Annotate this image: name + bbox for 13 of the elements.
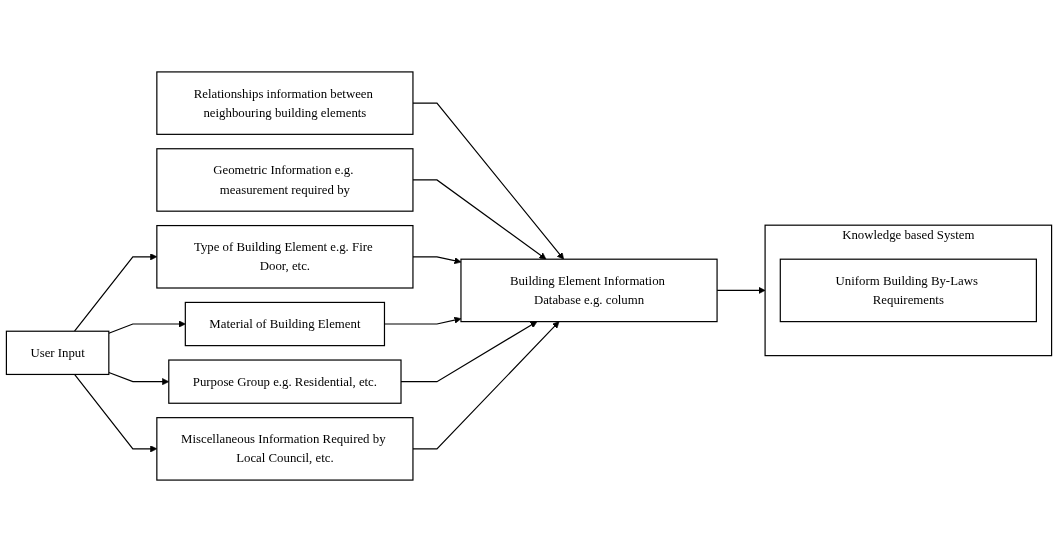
arrow [412,321,560,450]
node-box: Miscellaneous Information Required by Local Council, etc. [156,417,414,481]
node-box: Building Element Information Database e.g. column [460,258,718,323]
node-box: Geometric Information e.g. measurement required by [156,148,414,212]
arrow [412,179,547,260]
arrow [108,320,186,334]
arrow [412,102,564,260]
node-box: Uniform Building By-Laws Requirements [779,258,1037,323]
node-box: User Input [5,330,110,376]
node-box: Material of Building Element [184,301,386,347]
node-box: Purpose Group e.g. Residential, etc. [168,359,402,404]
node-box: Relationships information between neighbouring building elements [156,71,414,135]
node-box: Type of Building Element e.g. Fire Door, etc. [156,225,414,289]
